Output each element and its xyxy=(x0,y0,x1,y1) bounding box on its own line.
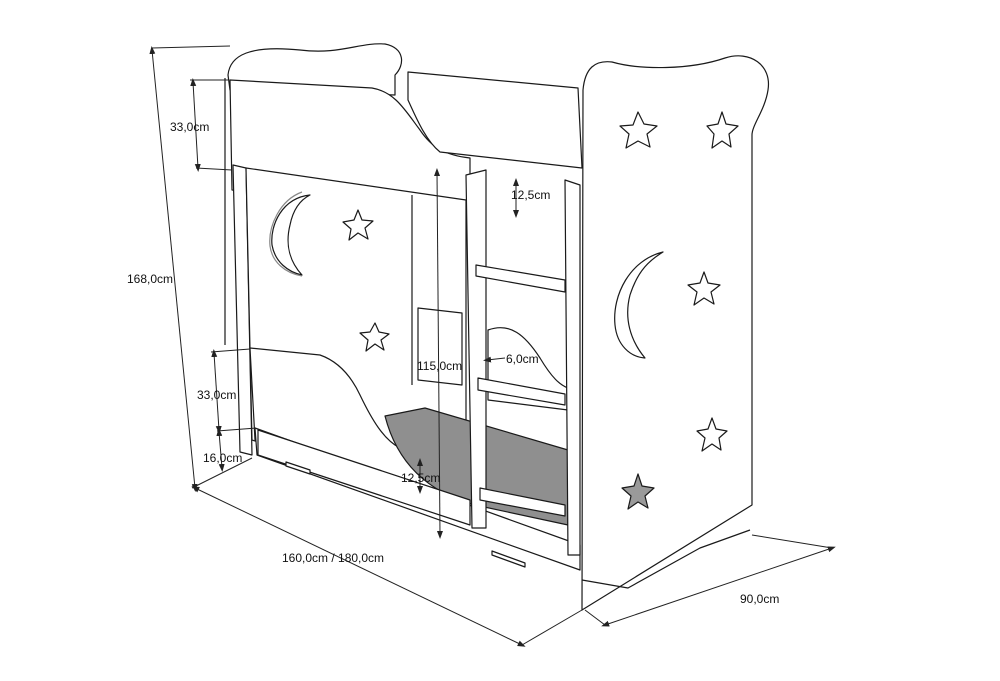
ladder-step-dim-line xyxy=(483,356,506,363)
ladder-rung-1 xyxy=(475,264,566,293)
upper-back-rail xyxy=(407,71,583,169)
bottom-gap-label: 12,5cm xyxy=(401,471,440,485)
top-gap-label: 12,5cm xyxy=(511,188,550,202)
drawer-dim-line xyxy=(216,428,225,472)
right-star-icon-1 xyxy=(619,111,658,149)
inner-height-dim-line xyxy=(434,168,443,539)
upper-rail-dim-line xyxy=(190,78,201,172)
lower-rail-dim-line xyxy=(211,349,222,434)
ladder-rung-2 xyxy=(477,377,566,406)
right-star-icon-3 xyxy=(687,271,721,306)
height-dim-line xyxy=(149,46,198,492)
ladder-right-rail xyxy=(564,179,581,556)
total-height-label: 168,0cm xyxy=(127,272,173,286)
lower-rail-height-label: 33,0cm xyxy=(197,388,236,402)
left-star-icon-1 xyxy=(342,209,374,241)
drawer-height-label: 16,0cm xyxy=(203,451,242,465)
right-star-icon-4 xyxy=(696,417,728,452)
depth-label: 90,0cm xyxy=(740,592,779,606)
upper-rail-height-label: 33,0cm xyxy=(170,120,209,134)
left-moon-icon xyxy=(271,194,311,276)
right-star-icon-5 xyxy=(621,473,655,510)
drawer-handle-left xyxy=(285,461,311,475)
lower-back-rail xyxy=(417,307,463,386)
depth-dim-line xyxy=(601,546,836,627)
right-star-icon-2 xyxy=(706,111,739,149)
left-moon-shade xyxy=(269,191,303,277)
ladder-step-label: 6,0cm xyxy=(506,352,539,366)
length-label: 160,0cm / 180,0cm xyxy=(282,551,384,565)
upper-front-rail xyxy=(229,79,471,206)
inner-height-label: 115,0cm xyxy=(417,359,462,373)
drawer-handle-right xyxy=(491,550,526,568)
length-dim-line xyxy=(191,486,526,647)
right-moon-icon xyxy=(614,251,664,359)
right-end-panel xyxy=(581,55,770,611)
left-star-icon-2 xyxy=(359,322,390,352)
